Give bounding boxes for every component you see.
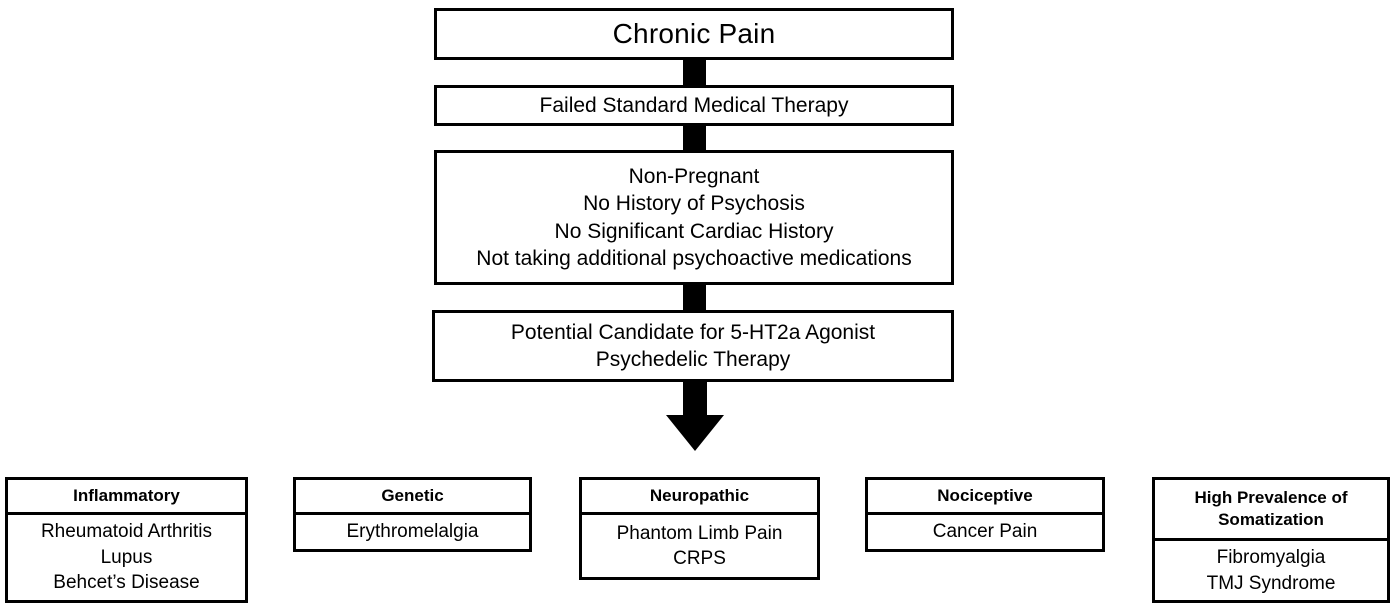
list-item: Phantom Limb Pain: [616, 522, 783, 544]
flow-box-potential-candidate: Potential Candidate for 5-HT2a Agonist P…: [432, 310, 954, 382]
category-header-inflammatory: Inflammatory: [8, 480, 245, 515]
list-item: Behcet’s Disease: [53, 572, 200, 594]
eligibility-line-4: Not taking additional psychoactive medic…: [476, 246, 912, 270]
connector-bar-1: [683, 57, 706, 88]
category-header-neuropathic: Neuropathic: [582, 480, 817, 515]
category-box-nociceptive: Nociceptive Cancer Pain: [865, 477, 1105, 552]
category-header-somatization-line-1: High Prevalence of: [1194, 487, 1348, 507]
eligibility-line-1: Non-Pregnant: [628, 164, 760, 188]
candidate-line-2: Psychedelic Therapy: [595, 348, 791, 371]
eligibility-line-3: No Significant Cardiac History: [554, 219, 834, 243]
category-header-neuropathic-line-1: Neuropathic: [649, 485, 750, 505]
category-header-nociceptive-line-1: Nociceptive: [937, 485, 1033, 505]
flow-box-chronic-pain-line-1: Chronic Pain: [612, 17, 776, 49]
connector-bar-3: [683, 282, 706, 313]
category-body-somatization: Fibromyalgia TMJ Syndrome: [1155, 541, 1387, 600]
category-box-neuropathic: Neuropathic Phantom Limb Pain CRPS: [579, 477, 820, 580]
candidate-line-1: Potential Candidate for 5-HT2a Agonist: [510, 320, 876, 344]
category-box-genetic: Genetic Erythromelalgia: [293, 477, 532, 552]
list-item: Rheumatoid Arthritis: [40, 521, 213, 543]
flow-box-eligibility-criteria: Non-Pregnant No History of Psychosis No …: [434, 150, 954, 285]
flow-box-failed-therapy-line-1: Failed Standard Medical Therapy: [539, 93, 849, 117]
category-header-genetic-line-1: Genetic: [381, 485, 444, 505]
category-body-neuropathic: Phantom Limb Pain CRPS: [582, 515, 817, 577]
connector-bar-2: [683, 123, 706, 153]
category-header-somatization: High Prevalence of Somatization: [1155, 480, 1387, 542]
eligibility-line-2: No History of Psychosis: [583, 192, 805, 216]
flow-box-failed-therapy: Failed Standard Medical Therapy: [434, 85, 954, 126]
list-item: CRPS: [673, 548, 726, 569]
list-item: Erythromelalgia: [346, 521, 479, 543]
category-body-genetic: Erythromelalgia: [296, 515, 529, 549]
list-item: Fibromyalgia: [1216, 547, 1326, 569]
list-item: TMJ Syndrome: [1206, 572, 1336, 594]
category-body-inflammatory: Rheumatoid Arthritis Lupus Behcet’s Dise…: [8, 515, 245, 600]
category-body-nociceptive: Cancer Pain: [868, 515, 1102, 549]
category-box-somatization: High Prevalence of Somatization Fibromya…: [1152, 477, 1390, 603]
down-arrow-icon: [666, 379, 724, 451]
flow-box-chronic-pain: Chronic Pain: [434, 8, 954, 60]
category-header-inflammatory-line-1: Inflammatory: [73, 485, 180, 505]
list-item: Lupus: [100, 546, 153, 568]
list-item: Cancer Pain: [932, 521, 1038, 543]
category-header-nociceptive: Nociceptive: [868, 480, 1102, 515]
category-box-inflammatory: Inflammatory Rheumatoid Arthritis Lupus …: [5, 477, 248, 603]
category-header-somatization-line-2: Somatization: [1218, 510, 1324, 530]
category-header-genetic: Genetic: [296, 480, 529, 515]
